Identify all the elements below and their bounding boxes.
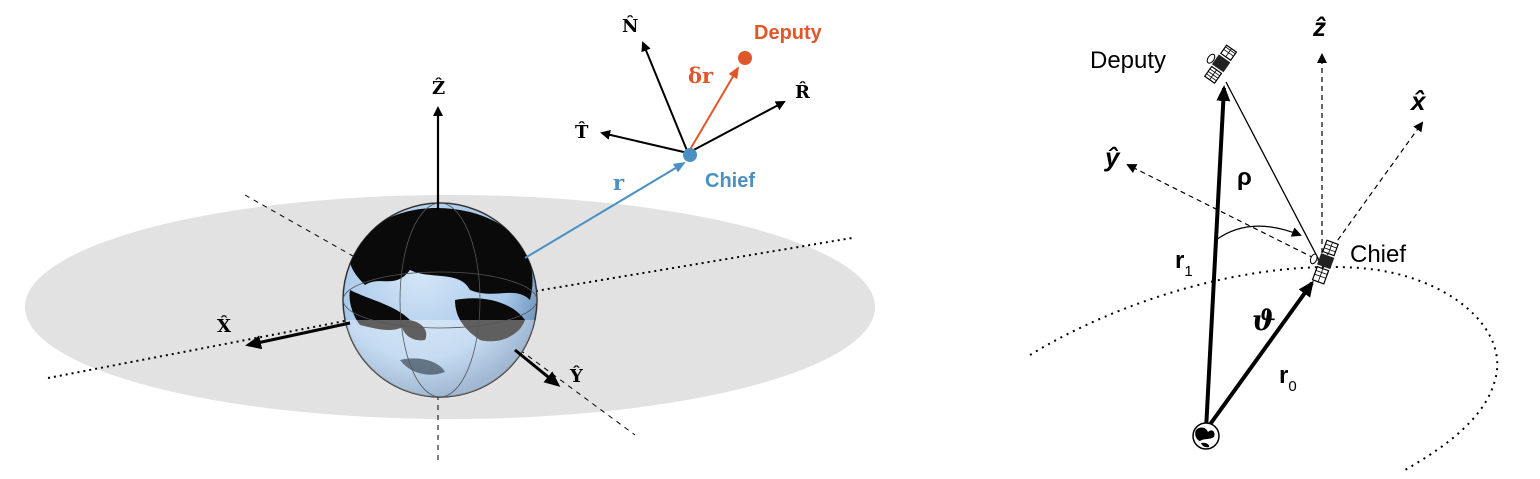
chief-label-left: Chief <box>705 170 755 192</box>
theta-label: ϑ <box>1252 304 1276 337</box>
deputy-label-left: Deputy <box>754 22 823 44</box>
rho-label: ρ <box>1237 164 1252 191</box>
chief-orbit-path <box>1029 266 1499 471</box>
rtn-N-arrow <box>641 41 689 154</box>
relative-vector-dr <box>687 66 740 154</box>
theta-arc <box>1215 225 1302 241</box>
hill-x-label: x̂ <box>1409 86 1427 116</box>
hill-x-axis <box>1321 121 1424 263</box>
r1-main: r <box>1175 247 1184 274</box>
rtn-T-arrow <box>600 129 689 154</box>
r0-label: r0 <box>1279 362 1297 395</box>
earth-globe-icon <box>342 202 538 398</box>
relative-vector-dr-label: δr <box>688 63 714 88</box>
r1-vector <box>1204 85 1231 431</box>
hill-y-label: ŷ <box>1103 142 1121 172</box>
r1-sub: 1 <box>1184 263 1192 280</box>
r0-vector <box>1204 280 1314 432</box>
r1-label: r1 <box>1175 247 1193 280</box>
axis-Z-label: Ẑ <box>432 76 445 99</box>
dotted-line-2 <box>529 237 853 293</box>
earth-symbol-icon <box>1192 422 1220 450</box>
deputy-dot-icon <box>738 51 752 65</box>
axis-X-label: X̂ <box>217 315 231 337</box>
axis-X-arrow <box>245 321 351 350</box>
deputy-satellite-icon <box>1203 44 1238 85</box>
rtn-R-label: R̂ <box>795 81 811 103</box>
left-diagram: Ẑ X̂ Ŷ r N̂ T̂ R̂ δr Chief Deputy <box>25 15 875 460</box>
axis-Y-arrow <box>514 348 561 387</box>
r0-sub: 0 <box>1288 378 1296 395</box>
rho-vector <box>1225 81 1321 263</box>
position-vector-r <box>524 161 686 259</box>
chief-label-right: Chief <box>1350 241 1406 268</box>
axis-Y-label: Ŷ <box>569 364 584 387</box>
r0-main: r <box>1279 362 1288 389</box>
chief-satellite-icon <box>1309 239 1339 285</box>
hill-y-axis <box>1126 164 1323 263</box>
right-diagram: ẑ x̂ ŷ ρ r1 r0 ϑ Deputy <box>1029 12 1499 471</box>
hill-z-label: ẑ <box>1312 12 1326 42</box>
dotted-line-3 <box>244 194 361 261</box>
deputy-label-right: Deputy <box>1090 47 1166 74</box>
rtn-N-label: N̂ <box>622 15 638 37</box>
rtn-T-label: T̂ <box>575 121 589 143</box>
chief-dot-icon <box>683 148 697 162</box>
position-vector-r-label: r <box>613 170 625 195</box>
dotted-line-4 <box>519 349 636 436</box>
rtn-R-arrow <box>687 101 786 154</box>
